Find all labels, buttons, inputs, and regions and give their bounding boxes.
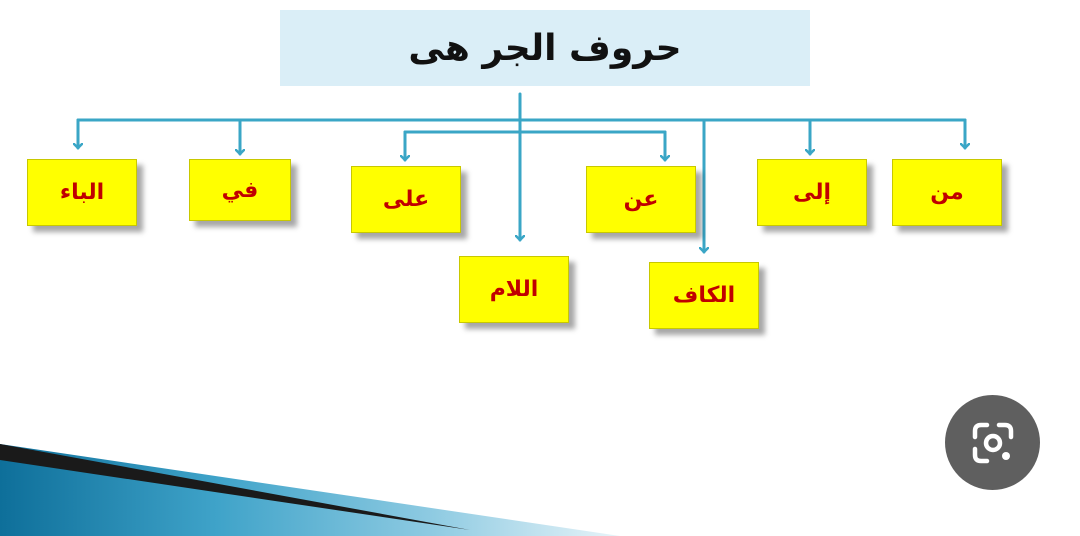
node-baa-label: الباء [59, 180, 105, 205]
outer-bar [76, 92, 967, 122]
node-kaf-label: الكاف [672, 283, 736, 308]
decorative-wedge [0, 444, 620, 536]
inner-bar [403, 118, 667, 134]
node-ala-label: على [382, 187, 430, 212]
node-ila: إلى [757, 159, 867, 226]
node-ala: على [351, 166, 461, 233]
node-baa: الباء [27, 159, 137, 226]
title-box: حروف الجر هى [280, 10, 810, 86]
node-lam-label: اللام [489, 277, 539, 302]
node-fi-label: في [221, 177, 259, 203]
node-lam: اللام [459, 256, 569, 323]
google-lens-icon [972, 422, 1013, 463]
node-an: عن [586, 166, 696, 233]
node-an-label: عن [623, 187, 659, 212]
diagram-title: حروف الجر هى [408, 27, 682, 69]
google-lens-button[interactable] [945, 395, 1040, 490]
node-kaf: الكاف [649, 262, 759, 329]
node-ila-label: إلى [792, 180, 832, 205]
node-min: من [892, 159, 1002, 226]
node-min-label: من [930, 180, 964, 205]
node-fi: في [189, 159, 291, 221]
